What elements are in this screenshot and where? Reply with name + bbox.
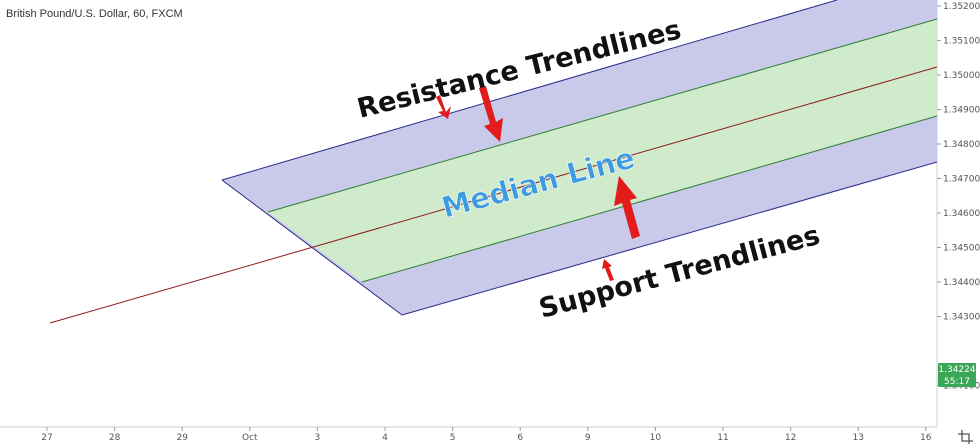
x-tick-label: 11 [717,433,728,443]
current-price-badge: 1.34224 55:17 [938,363,976,387]
arrow-resistance-big [479,86,503,142]
arrow-resistance-small [436,95,451,119]
x-tick-label: Oct [242,433,258,443]
y-tick-label: 1.34400 [943,278,980,288]
resistance-trendline-inner [267,18,938,213]
chart-title: British Pound/U.S. Dollar, 60, FXCM [6,8,183,20]
annotation-arrows [436,86,640,281]
crop-icon[interactable] [958,430,973,444]
x-tick-label: 28 [109,433,121,443]
median-line [49,66,938,324]
arrow-support-big [614,176,640,239]
y-tick-label: 1.34800 [943,140,980,150]
x-tick-label: 10 [650,433,662,443]
current-price-time: 55:17 [944,377,970,387]
x-tick-label: 12 [785,433,796,443]
x-tick-label: 6 [517,433,523,443]
y-tick-label: 1.34600 [943,209,980,219]
arrow-support-small [602,259,614,281]
support-trendline-outer [401,161,938,316]
y-tick-label: 1.35100 [943,37,980,47]
x-tick-label: 13 [852,433,863,443]
y-tick-label: 1.35000 [943,71,980,81]
resistance-trendline-outer [221,0,838,181]
y-tick-label: 1.34900 [943,106,980,116]
y-tick-label: 1.35200 [943,2,980,12]
x-tick-label: 16 [920,433,932,443]
y-tick-label: 1.34500 [943,244,980,254]
y-tick-label: 1.34700 [943,175,980,185]
current-price-value: 1.34224 [938,365,975,375]
x-tick-label: 27 [41,433,52,443]
inner-channel-band [268,19,937,282]
x-axis-ticks: 27 28 29 Oct 3 4 5 6 9 10 11 12 13 16 [41,427,932,443]
x-tick-label: 3 [315,433,321,443]
x-tick-label: 29 [176,433,188,443]
support-trendline-inner [361,115,938,283]
x-tick-label: 4 [382,433,388,443]
x-tick-label: 5 [450,433,456,443]
y-tick-label: 1.34300 [943,313,980,323]
x-tick-label: 9 [585,433,591,443]
